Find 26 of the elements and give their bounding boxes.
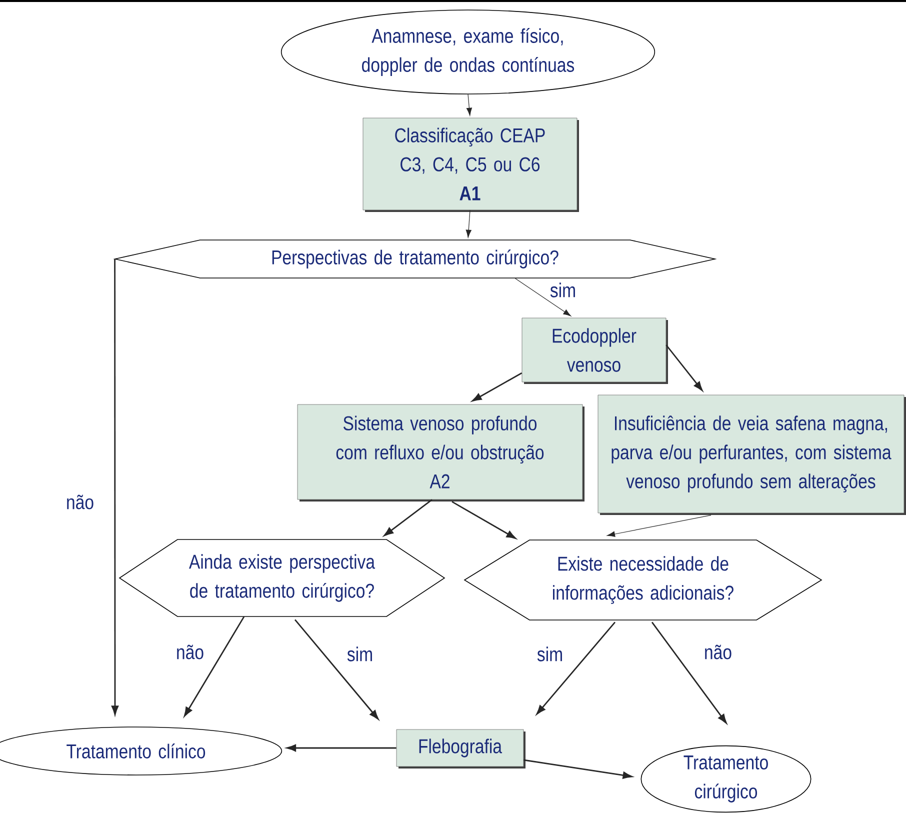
arrow <box>294 619 379 720</box>
arrow <box>607 514 712 537</box>
arrow <box>184 616 245 717</box>
arrow <box>384 499 432 536</box>
edge-label: sim <box>536 646 564 662</box>
arrow <box>536 622 616 715</box>
arrow <box>466 210 472 238</box>
arrow <box>514 278 572 316</box>
process-box: Insuficiência de veia safena magna, parva e/ou perfurantes, com sistema venoso profundo sem alterações <box>598 394 906 515</box>
process-box: Sistema venoso profundo com refluxo e/ou obstrução A2 <box>297 404 584 502</box>
edge-label: sim <box>548 282 578 298</box>
arrow <box>472 372 522 402</box>
edge-label: não <box>65 494 96 510</box>
edge-label: sim <box>346 646 374 662</box>
arrow <box>452 501 516 539</box>
process-box: Ecodoppler venoso <box>522 318 668 384</box>
arrow <box>286 744 396 752</box>
arrow <box>466 94 472 116</box>
process-box: Flebografia <box>396 729 526 768</box>
edge-label: não <box>702 644 734 660</box>
process-box: Classificação CEAP C3, C4, C5 ou C6 A1 <box>362 118 579 212</box>
arrow <box>111 259 119 716</box>
arrow <box>524 759 632 779</box>
arrow <box>666 344 703 391</box>
edge-label: não <box>175 644 206 660</box>
arrow <box>651 622 727 724</box>
